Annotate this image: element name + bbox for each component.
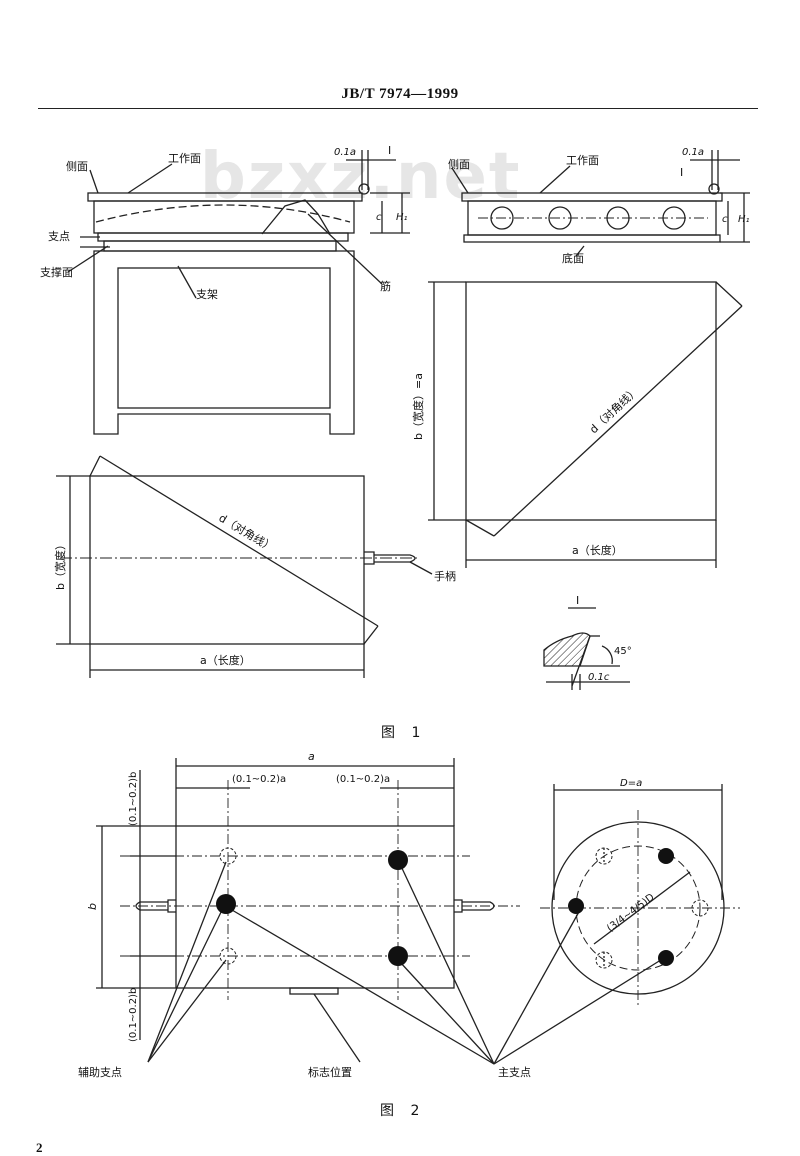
label-h1: H₁ [396,212,408,223]
label-work-face: 工作面 [168,152,201,165]
label-circle-pcd: (3/4~4/5)D [605,892,657,935]
plate-top [87,192,363,202]
figure2-caption: 图 2 [380,1103,426,1119]
fig2-circle [540,784,740,1006]
fig1-detail-I [543,607,630,690]
label-square-length: a（长度） [572,543,623,557]
label-detail-ref-2: I [680,166,683,179]
label-offset-top: (0.1~0.2)b [128,772,139,826]
label-circle-d: D=a [620,778,642,789]
rib-shape [261,199,331,235]
detail-circle [358,183,370,195]
label-detail-angle: 45° [614,646,632,657]
fig2-rect [96,758,665,1065]
label-c-2: c [722,214,728,225]
fig2-support-points [216,847,408,966]
support-bar [97,232,349,242]
fig1-rect-plan [56,455,433,678]
label-offset-left: (0.1~0.2)a [232,774,286,785]
label-mark-position: 标志位置 [308,1065,352,1079]
label-rect-width: b（宽度） [53,539,67,590]
label-support-face: 支撑面 [40,265,73,279]
stand-frame [93,250,355,435]
label-rib: 筋 [380,279,391,293]
stand-window [117,267,331,409]
label-main-points: 主支点 [498,1066,531,1079]
label-side-face-2: 侧面 [448,158,470,171]
watermark: bzxz.net [200,140,522,214]
label-side-face: 侧面 [66,160,88,173]
label-pivot: 支点 [48,230,70,243]
label-chamfer-2: 0.1a [682,147,704,158]
label-c: c [376,212,382,223]
label-square-diagonal: d（对角线） [586,384,641,437]
page-number: 2 [36,1140,43,1155]
plate-body [93,200,355,234]
label-offset-right: (0.1~0.2)a [336,774,390,785]
support-face [103,240,337,252]
fig1-side-view [67,150,410,435]
label-square-width: b（宽度）=a [411,373,425,440]
figure1-caption: 图 1 [381,725,427,741]
label-stand: 支架 [196,288,218,301]
fig1-plate-side-view [451,150,750,257]
fig1-square-plan [428,281,743,568]
label-offset-bottom: (0.1~0.2)b [128,988,139,1042]
label-handle: 手柄 [434,569,456,583]
label-aux-points: 辅助支点 [78,1065,122,1079]
label-fig2-b: b [86,903,99,910]
label-detail-ref: I [388,144,391,157]
label-chamfer: 0.1a [334,147,356,158]
label-rect-length: a（长度） [200,653,251,667]
label-bottom-face: 底面 [562,251,584,265]
label-work-face-2: 工作面 [566,154,599,167]
label-fig2-a: a [308,750,315,763]
header-rule [38,108,758,109]
label-detail-title: I [576,594,579,607]
label-detail-chamfer: 0.1c [588,672,610,683]
label-h1-2: H₁ [738,214,750,225]
page-header-standard-code: JB/T 7974—1999 [341,86,459,102]
